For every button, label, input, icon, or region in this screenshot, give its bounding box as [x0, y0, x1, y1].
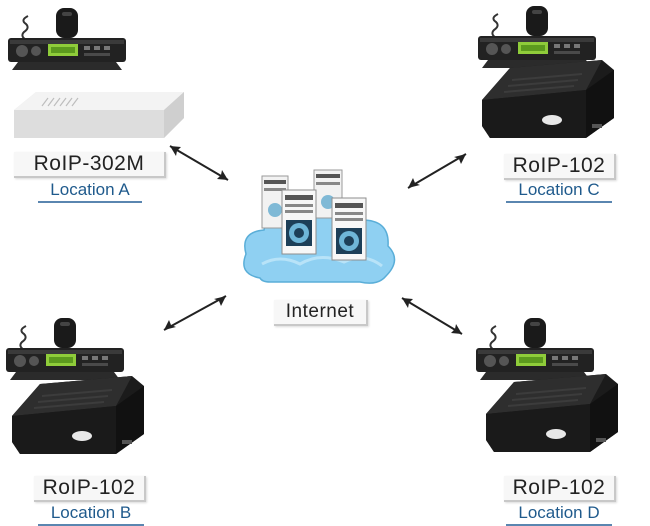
device-model-label: RoIP-302M	[14, 152, 166, 178]
roip-302m-gateway-icon	[14, 92, 184, 138]
internet-cloud-servers-icon	[243, 169, 396, 284]
location-label: Location C	[506, 180, 612, 203]
device-model-label: RoIP-102	[34, 476, 146, 502]
device-model-label: RoIP-102	[504, 476, 616, 502]
device-model-label: RoIP-102	[504, 154, 616, 180]
internet-label: Internet	[274, 300, 368, 326]
location-label: Location A	[38, 180, 142, 203]
